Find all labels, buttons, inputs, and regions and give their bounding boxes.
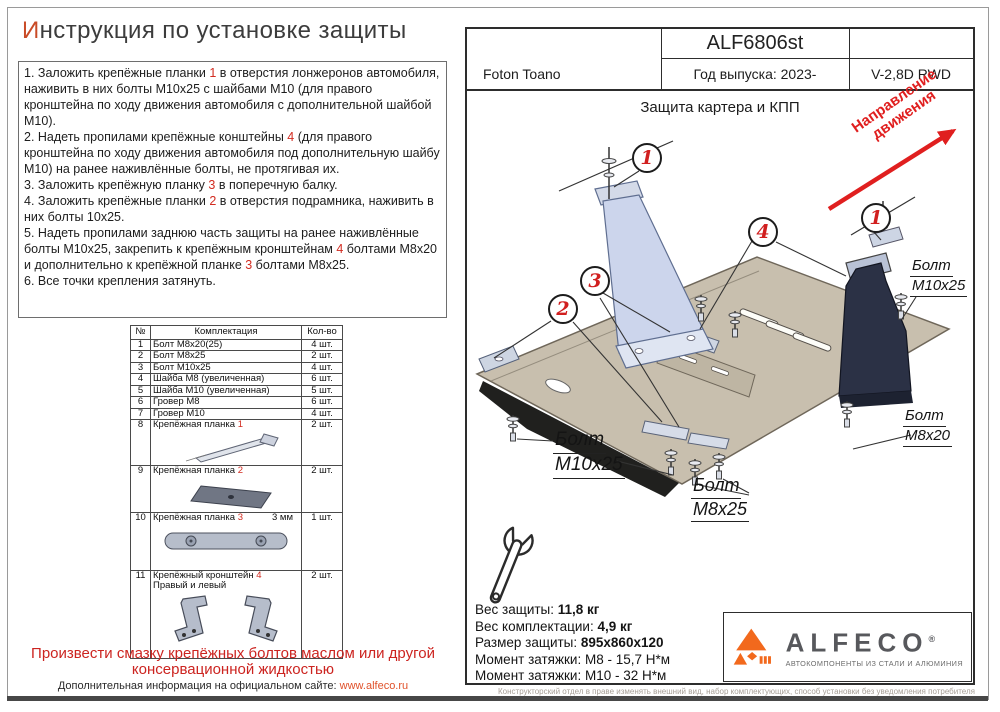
drawing-subtitle: Защита картера и КПП <box>640 99 800 116</box>
logo-word: ALFECO <box>785 627 929 658</box>
warning-line1: Произвести смазку крепёжных болтов масло… <box>31 645 435 662</box>
site-link[interactable]: www.alfeco.ru <box>339 680 409 692</box>
site-note: Дополнительная информация на официальном… <box>18 680 448 692</box>
callout-4: 4 <box>748 217 778 247</box>
bolt-word: Болт <box>553 429 607 454</box>
header-row-divider <box>661 58 973 59</box>
instruction-line: 1. Заложить крепёжные планки 1 в отверст… <box>24 66 440 128</box>
site-note-text: Дополнительная информация на официальном… <box>57 680 340 692</box>
header-col-divider-1 <box>661 29 662 89</box>
instruction-line: 3. Заложить крепёжную планку 3 в попереч… <box>24 178 338 192</box>
part-thumbnail <box>153 524 299 558</box>
bolt-word: Болт <box>910 257 953 277</box>
title-lead-letter: И <box>22 17 40 44</box>
page-title: Инструкция по установке защиты <box>22 17 407 45</box>
vehicle-year: Год выпуска: 2023- <box>693 65 817 82</box>
header-col-divider-2 <box>849 29 850 89</box>
drawing-panel: ALF6806st Foton Toano Год выпуска: 2023-… <box>465 27 975 685</box>
instruction-line: 4. Заложить крепёжные планки 2 в отверст… <box>24 194 434 224</box>
instruction-list: 1. Заложить крепёжные планки 1 в отверст… <box>18 61 447 318</box>
bolt-word: Болт <box>691 475 742 499</box>
spec-line: Вес защиты: 11,8 кг <box>475 602 600 617</box>
design-disclaimer: Конструкторский отдел в праве изменять в… <box>498 687 975 696</box>
bolts <box>506 140 916 486</box>
part-code: ALF6806st <box>706 32 804 54</box>
callout-3: 3 <box>580 266 610 296</box>
bolt-label-m10x25-bottom: Болт M10x25 <box>553 429 625 479</box>
bolt-size: M10x25 <box>553 454 625 479</box>
part-thumbnail <box>153 432 299 464</box>
title-rest: нструкция по установке защиты <box>39 17 407 44</box>
leader-lines <box>493 170 917 496</box>
instruction-line: 6. Все точки крепления затянуть. <box>24 274 216 288</box>
vehicle-model: Foton Toano <box>483 65 561 82</box>
col-header-qty: Кол-во <box>301 325 343 340</box>
spec-line: Вес комплектации: 4,9 кг <box>475 618 633 634</box>
bracket-right <box>838 252 913 408</box>
wrench-icon <box>489 526 534 604</box>
header-divider <box>467 89 973 91</box>
warning-line2: консервационной жидкостью <box>131 661 335 678</box>
spec-line: Момент затяжки: М10 - 32 Н*м <box>475 668 667 683</box>
callout-1b: 1 <box>861 203 891 233</box>
instruction-line: 2. Надеть пропилами крепёжные конштейны … <box>24 130 440 176</box>
bolt-label-m8x25: Болт M8x25 <box>691 475 750 523</box>
direction-arrow <box>827 128 957 211</box>
technical-drawing <box>475 128 957 604</box>
logo-tagline: АВТОКОМПОНЕНТЫ ИЗ СТАЛИ И АЛЮМИНИЯ <box>785 658 963 668</box>
part-thumbnail <box>153 593 299 649</box>
bolt-label-m10x25-right: Болт M10x25 <box>910 257 968 297</box>
part-thumbnail <box>153 478 299 512</box>
alfeco-logo: ALFECO® АВТОКОМПОНЕНТЫ ИЗ СТАЛИ И АЛЮМИН… <box>723 612 972 682</box>
vehicle-variant: V-2,8D RWD <box>871 65 951 82</box>
bottom-border-band <box>7 696 988 701</box>
bolt-size: M8x25 <box>691 499 750 523</box>
table-header-row: № Комплектация Кол-во <box>130 325 343 340</box>
bracket-left <box>594 180 714 369</box>
instruction-line: 5. Надеть пропилами заднюю часть защиты … <box>24 226 438 272</box>
spec-line: Момент затяжки: М8 - 15,7 Н*м <box>475 651 671 667</box>
registered-mark: ® <box>928 634 936 645</box>
col-header-num: № <box>130 325 151 340</box>
spec-line: Размер защиты: 895х860х120 <box>475 635 664 650</box>
callout-2: 2 <box>548 294 578 324</box>
bolt-label-m8x20: Болт M8x20 <box>903 407 953 447</box>
bolt-size: M8x20 <box>903 427 953 447</box>
col-header-name: Комплектация <box>150 325 302 340</box>
logo-wordmark: ALFECO® <box>786 626 963 656</box>
bolt-size: M10x25 <box>910 277 968 297</box>
callout-1: 1 <box>632 143 662 173</box>
bolt-word: Болт <box>903 407 946 427</box>
mounting-strips <box>478 345 730 450</box>
logo-text: ALFECO® АВТОКОМПОНЕНТЫ ИЗ СТАЛИ И АЛЮМИН… <box>786 626 963 668</box>
grease-warning: Произвести смазку крепёжных болтов масло… <box>18 646 448 678</box>
alfeco-logo-icon <box>733 628 771 665</box>
